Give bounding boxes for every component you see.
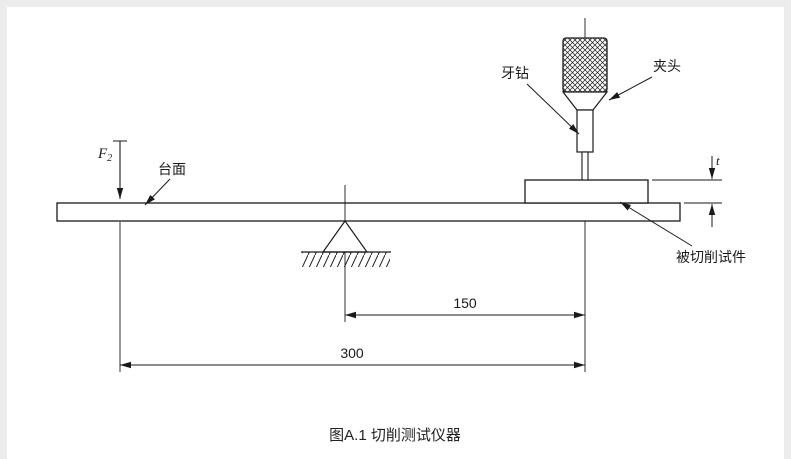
chuck-knurled-head <box>562 37 608 93</box>
chuck-label-group: 夹头 <box>608 58 681 101</box>
force-label: F2 <box>97 146 112 164</box>
beam-group <box>56 202 681 222</box>
pivot-triangle <box>321 219 369 253</box>
specimen-block <box>524 179 649 204</box>
ground-hatching <box>302 252 390 267</box>
dimension-300-group: 300 <box>119 222 585 372</box>
force-group: F2 <box>97 140 127 199</box>
chuck-leader <box>608 76 653 101</box>
specimen-label: 被切削试件 <box>676 249 746 265</box>
dimension-150-group: 150 <box>345 295 585 319</box>
chuck-label: 夹头 <box>653 58 681 74</box>
table-surface-leader <box>144 178 171 206</box>
drill-shank <box>576 109 594 153</box>
drill-leader <box>526 83 580 135</box>
dimension-150-value: 150 <box>453 295 477 311</box>
table-surface-group: 台面 <box>144 161 186 206</box>
pivot-group <box>301 185 391 322</box>
specimen-label-group: 被切削试件 <box>619 201 746 265</box>
figure-caption: 图A.1 切削测试仪器 <box>329 427 461 444</box>
drill-assembly <box>561 18 609 372</box>
table-surface-label: 台面 <box>158 161 186 177</box>
thickness-dimension-group: t <box>652 153 722 227</box>
chuck-taper <box>561 91 609 111</box>
drill-label-group: 牙钻 <box>501 65 580 135</box>
drill-label: 牙钻 <box>501 65 529 81</box>
drill-bit <box>581 151 589 181</box>
specimen-leader <box>619 201 693 247</box>
page-background <box>7 7 784 459</box>
dimension-300-value: 300 <box>340 345 364 361</box>
thickness-label: t <box>716 153 720 168</box>
beam-bar <box>56 202 681 222</box>
